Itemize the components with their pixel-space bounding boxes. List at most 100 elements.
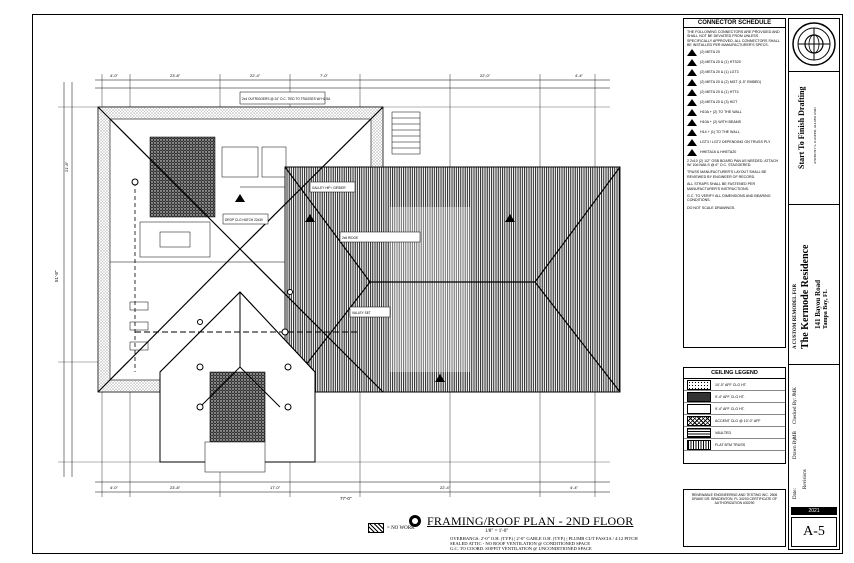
connector-row: (2) META 20 & (1) HTT4: [687, 88, 782, 96]
dim-top-6: 4'-4": [575, 73, 584, 78]
firm-seal-icon: [792, 22, 836, 66]
drawing-scale: 1/8" = 1'-0": [485, 529, 509, 534]
connector-row: H10A + (2) WITH BEAMS: [687, 118, 782, 126]
project-name: The Kermode Residence: [800, 244, 811, 349]
connector-row: H14 + (1) TO THE WALL: [687, 128, 782, 136]
dim-left-1: 21'-8": [64, 161, 69, 172]
section-marker-icon: [409, 515, 421, 527]
connector-row: LGT3 / LGT2 DEPENDING ON TRUSS PLY: [687, 138, 782, 146]
dim-top-3: 22'-4": [250, 73, 261, 78]
dim-overall-width: 77'-0": [340, 496, 352, 501]
checked-by-label: Checked By:: [793, 398, 798, 424]
hip-lines-existing: [97, 106, 384, 393]
dim-overall-depth: 51'-8": [54, 270, 59, 282]
connector-symbol-icon: [687, 58, 697, 66]
connector-row: (2) META 20 & (1) HTS20: [687, 58, 782, 66]
connector-symbol-icon: [687, 68, 697, 76]
connector-symbol-icon: [687, 128, 697, 136]
dim-top-4: 7'-0": [320, 73, 329, 78]
legend-row: VAULTED: [684, 427, 785, 439]
sheet-border: [32, 14, 843, 554]
firm-contact: ANTHONY L. KASPER, ALLIED ASID: [813, 107, 817, 164]
connector-note: 2 2x10 (2) 1/2" OSB BOARD PAN AS NEEDED.…: [687, 158, 779, 168]
connector-row: (2) META 20 & (2) MGT (1.5" EMBED): [687, 78, 782, 86]
revisions-label: Revisions: [803, 469, 808, 489]
existing-interior: [110, 136, 300, 351]
legend-swatch: [687, 403, 711, 414]
callout-galley-hip: GALLEY HIP / GIRDER: [312, 186, 346, 190]
no-work-key: = NO WORK: [368, 523, 415, 533]
title-block-divider: [789, 71, 839, 72]
connector-symbol-icon: [687, 138, 697, 146]
firm-name: Start To Finish Drafting: [797, 86, 806, 169]
legend-row: 9'-4" AFF CLG HT.: [684, 391, 785, 403]
legend-swatch: [687, 427, 711, 438]
drawn-by-value: MB: [793, 431, 798, 439]
project-address-line1: 141 Bayou Road: [814, 279, 822, 329]
connector-markers: [131, 178, 293, 411]
callout-outriggers: 2x4 OUTRIGGERS @ 24" O.C. TIED TO TRUSSE…: [242, 97, 331, 101]
dim-top-2: 23'-8": [170, 73, 181, 78]
dim-bottom-4: 22'-4": [440, 485, 451, 490]
callout-ridge: 2x6 RIDGE: [342, 236, 358, 240]
connector-note: G.C. TO VERIFY ALL DIMENSIONS AND BEARIN…: [687, 194, 771, 203]
connector-note: DO NOT SCALE DRAWINGS.: [687, 205, 736, 210]
drawn-by-label: Drawn By:: [793, 436, 798, 459]
legend-swatch: [687, 415, 711, 426]
dim-bottom-2: 23'-8": [170, 485, 181, 490]
sheet-year-tag: 2021: [791, 507, 837, 515]
connector-intro: THE FOLLOWING CONNECTORS ARE PROVIDED AN…: [687, 30, 780, 48]
dim-bottom-5: 4'-4": [570, 485, 579, 490]
legend-row: 10'-0" AFF CLG HT.: [684, 379, 785, 391]
legend-row: FLAT BTM TRUSS: [684, 439, 785, 451]
connector-symbol-icon: [687, 98, 697, 106]
dim-bottom-3: 17'-0": [270, 485, 281, 490]
legend-row: 9'-4" AFF CLG HT.: [684, 403, 785, 415]
legend-swatch: [687, 379, 711, 390]
title-block-divider: [789, 204, 839, 205]
roof-note: SEALED ATTIC - NO ROOF VENTILATION @ CON…: [450, 541, 590, 547]
connector-row: (2) META 20 & (1) LGT3: [687, 68, 782, 76]
legend-swatch: [687, 391, 711, 402]
roof-notes: OVERHANGS: 2'-0" O.H. (TYP.) | 2'-0" GAB…: [450, 536, 638, 552]
callout-valley: VALLEY SET: [352, 311, 371, 315]
ceiling-legend-heading: CEILING LEGEND: [684, 368, 785, 379]
connector-schedule-heading: CONNECTOR SCHEDULE: [684, 19, 785, 28]
connector-note: ALL STRAPS SHALL BE FASTENED PER MANUFAC…: [687, 182, 756, 191]
connector-note: TRUSS MANUFACTURER'S LAYOUT SHALL BE REV…: [687, 170, 767, 179]
ceiling-legend: CEILING LEGEND 10'-0" AFF CLG HT. 9'-4" …: [683, 367, 786, 464]
checked-by-value: JMK: [793, 386, 798, 397]
tag-markers: [235, 194, 515, 382]
legend-swatch: [687, 439, 711, 450]
framing-roof-plan: 4'-0" 23'-8" 22'-4" 7'-0" 22'-0" 4'-4" 4…: [40, 22, 670, 512]
roof-note: OVERHANGS: 2'-0" O.H. (TYP.) | 2'-0" GAB…: [450, 536, 638, 541]
legend-row: ACCENT CLG @ 10'-0" AFF: [684, 415, 785, 427]
connector-row: H10A + (2) TO THE WALL: [687, 108, 782, 116]
dim-top-1: 4'-0": [110, 73, 119, 78]
connector-symbol-icon: [687, 88, 697, 96]
no-work-label: = NO WORK: [387, 525, 415, 531]
connector-schedule: CONNECTOR SCHEDULE THE FOLLOWING CONNECT…: [683, 18, 786, 348]
callout-hatch: DROP CLG HATCH 22x30: [225, 218, 263, 222]
engineer-stamp: RENEWABLE ENGINEERING AND TESTING INC. 2…: [683, 489, 786, 547]
connector-symbol-icon: [687, 48, 697, 56]
plan-drawing: 4'-0" 23'-8" 22'-4" 7'-0" 22'-0" 4'-4" 4…: [54, 73, 621, 501]
sheet-number: A-5: [791, 517, 837, 547]
connector-row: (2) META 20 & (3) HGT: [687, 98, 782, 106]
no-work-swatch: [368, 523, 384, 533]
connector-symbol-icon: [687, 108, 697, 116]
connector-row: HHETA16 & HHETA20: [687, 148, 782, 156]
dim-top-5: 22'-0": [480, 73, 491, 78]
connector-symbol-icon: [687, 78, 697, 86]
connector-symbol-icon: [687, 118, 697, 126]
connector-symbol-icon: [687, 148, 697, 156]
connector-row: (2) META 20: [687, 48, 782, 56]
project-address-line2: Tampa Bay, FL: [823, 289, 829, 329]
title-block: Start To Finish Drafting ANTHONY L. KASP…: [788, 18, 840, 550]
date-label: Date:: [793, 488, 798, 499]
title-block-divider: [789, 364, 839, 365]
roof-note: G.C. TO COORD. SOFFIT VENTILATION @ UNCO…: [450, 546, 592, 552]
drawing-title: FRAMING/ROOF PLAN - 2ND FLOOR: [427, 514, 634, 528]
project-label: A CUSTOM REMODEL FOR: [793, 283, 798, 349]
